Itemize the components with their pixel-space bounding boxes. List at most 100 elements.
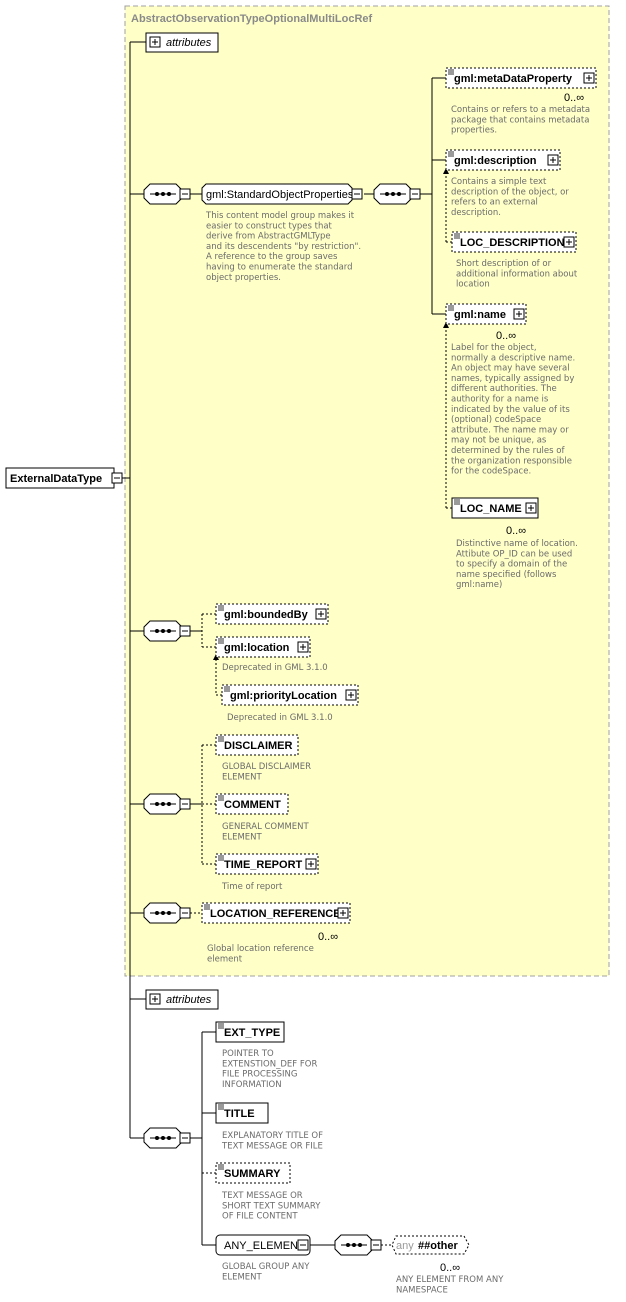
loc-name-node[interactable]: LOC_NAME <box>451 497 539 519</box>
attributes-label: attributes <box>166 37 212 49</box>
collapse-icon[interactable] <box>297 1239 309 1251</box>
gml-location-label: gml:location <box>224 642 290 654</box>
attributes-box-bottom[interactable]: attributes <box>145 989 219 1010</box>
standard-object-properties-label: gml:StandardObjectProperties <box>206 189 354 201</box>
sequence-icon <box>334 1234 382 1256</box>
ext-type-node[interactable]: EXT_TYPE <box>215 1021 285 1043</box>
sequence-icon <box>143 183 191 205</box>
documentation-icon <box>448 305 454 311</box>
loc-name-label: LOC_NAME <box>460 503 522 515</box>
expand-icon[interactable] <box>563 236 575 248</box>
gml-metadata-property-cardinality: 0..∞ <box>564 92 584 104</box>
ext-type-label: EXT_TYPE <box>224 1027 280 1039</box>
sequence-compositors[interactable] <box>143 183 421 1256</box>
documentation-icon <box>224 686 230 692</box>
sequence-icon <box>143 793 191 815</box>
connectors <box>122 41 452 1246</box>
time-report-note: Time of report <box>221 882 283 892</box>
any-element-label: ANY_ELEMENT <box>224 1240 305 1252</box>
expand-icon[interactable] <box>547 154 559 166</box>
documentation-icon <box>454 499 460 505</box>
location-reference-cardinality: 0..∞ <box>318 931 338 943</box>
any-element-node[interactable]: ANY_ELEMENT <box>215 1234 311 1256</box>
gml-name-node[interactable]: gml:name <box>445 303 527 325</box>
expand-icon[interactable] <box>305 858 317 870</box>
expand-icon[interactable] <box>345 689 357 701</box>
title-node[interactable]: TITLE <box>215 1102 269 1124</box>
gml-description-node[interactable]: gml:description <box>445 149 561 171</box>
gml-location-node[interactable]: gml:location <box>215 636 311 658</box>
documentation-icon <box>204 904 210 910</box>
standard-object-properties-node[interactable]: gml:StandardObjectProperties <box>201 183 363 205</box>
title-label: TITLE <box>224 1108 255 1120</box>
summary-label: SUMMARY <box>224 1168 281 1180</box>
location-reference-node[interactable]: LOCATION_REFERENCE <box>201 902 351 924</box>
gml-metadata-property-node[interactable]: gml:metaDataProperty <box>445 67 597 89</box>
loc-description-label: LOC_DESCRIPTION <box>460 237 565 249</box>
documentation-icon <box>218 855 224 861</box>
comment-node[interactable]: COMMENT <box>215 793 289 815</box>
attributes-box-top[interactable]: attributes <box>145 32 219 53</box>
loc-name-note: Distinctive name of location.Attibute OP… <box>456 539 578 590</box>
documentation-icon <box>454 233 460 239</box>
location-reference-label: LOCATION_REFERENCE <box>210 908 341 920</box>
expand-icon[interactable] <box>513 308 525 320</box>
sequence-icon <box>143 1127 191 1149</box>
expand-icon[interactable] <box>525 502 537 514</box>
gml-name-label: gml:name <box>454 309 506 321</box>
documentation-icon <box>218 1104 224 1110</box>
loc-description-node[interactable]: LOC_DESCRIPTION <box>451 231 577 253</box>
documentation-icon <box>218 795 224 801</box>
documentation-icon <box>218 736 224 742</box>
expand-icon[interactable] <box>297 641 309 653</box>
root-node[interactable]: ExternalDataType <box>5 467 123 489</box>
documentation-icon <box>218 1023 224 1029</box>
time-report-label: TIME_REPORT <box>224 859 303 871</box>
documentation-icon <box>448 69 454 75</box>
gml-description-label: gml:description <box>454 155 537 167</box>
comment-label: COMMENT <box>224 799 281 811</box>
expand-icon[interactable] <box>583 72 595 84</box>
any-prefix: any <box>396 1240 414 1252</box>
attributes-label: attributes <box>166 994 212 1006</box>
sequence-icon <box>373 183 421 205</box>
documentation-icon <box>218 1164 224 1170</box>
group-title: AbstractObservationTypeOptionalMultiLocR… <box>131 13 373 25</box>
element-nodes[interactable]: gml:metaDataProperty gml:descriptionLOC_D… <box>201 67 597 1256</box>
gml-name-cardinality: 0..∞ <box>496 330 516 342</box>
gml-bounded-by-label: gml:boundedBy <box>224 609 309 621</box>
documentation-icon <box>218 638 224 644</box>
gml-priority-location-note: Deprecated in GML 3.1.0 <box>227 713 333 723</box>
root-label: ExternalDataType <box>10 473 102 485</box>
gml-name-note: Label for the object,normally a descript… <box>451 343 575 477</box>
expand-icon[interactable] <box>315 608 327 620</box>
expand-icon[interactable] <box>337 907 349 919</box>
documentation-icon <box>448 151 454 157</box>
sequence-icon <box>143 620 191 642</box>
disclaimer-label: DISCLAIMER <box>224 740 293 752</box>
loc-name-cardinality: 0..∞ <box>506 525 526 537</box>
gml-priority-location-label: gml:priorityLocation <box>230 690 337 702</box>
gml-location-note: Deprecated in GML 3.1.0 <box>222 663 328 673</box>
gml-priority-location-node[interactable]: gml:priorityLocation <box>221 684 359 706</box>
any-wildcard-node[interactable]: any ##other <box>391 1235 470 1255</box>
sequence-icon <box>143 902 191 924</box>
any-cardinality: 0..∞ <box>440 1262 460 1274</box>
disclaimer-node[interactable]: DISCLAIMER <box>215 734 299 756</box>
summary-node[interactable]: SUMMARY <box>215 1162 291 1184</box>
gml-bounded-by-node[interactable]: gml:boundedBy <box>215 603 329 625</box>
time-report-node[interactable]: TIME_REPORT <box>215 853 319 875</box>
